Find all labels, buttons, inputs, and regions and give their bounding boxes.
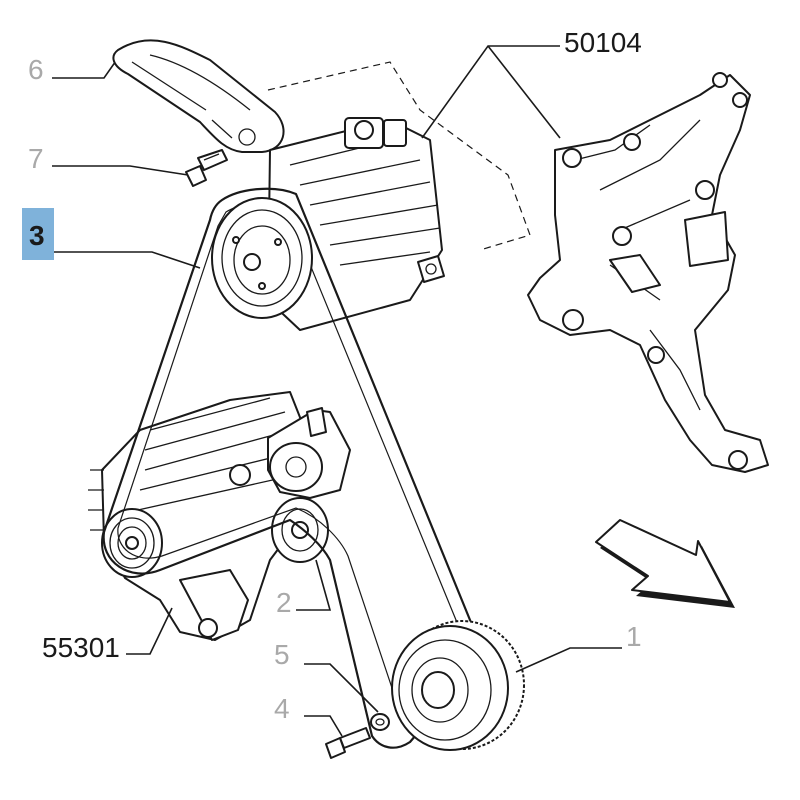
callout-5-label[interactable]: 5 bbox=[274, 639, 290, 670]
callout-3-highlight bbox=[22, 208, 54, 260]
callout-4[interactable]: 4 bbox=[274, 693, 343, 737]
callout-50104-leader-compressor bbox=[421, 45, 560, 139]
callout-1-leader bbox=[515, 647, 622, 673]
callout-7[interactable]: 7 bbox=[28, 143, 189, 176]
callout-7-leader bbox=[52, 165, 189, 176]
callout-3-leader bbox=[54, 251, 201, 269]
tensioner-arm-part[interactable] bbox=[112, 39, 285, 153]
callout-55301-label[interactable]: 55301 bbox=[42, 632, 120, 663]
assembly-locator-dashed-line bbox=[267, 61, 531, 251]
callout-1-label[interactable]: 1 bbox=[626, 621, 642, 652]
ac-compressor-part[interactable] bbox=[267, 117, 445, 331]
idler-pulley-part[interactable] bbox=[271, 497, 329, 563]
callout-2-label[interactable]: 2 bbox=[276, 587, 292, 618]
callout-50104[interactable]: 50104 bbox=[421, 27, 642, 139]
callout-3-label[interactable]: 3 bbox=[29, 220, 45, 251]
callout-50104-leader-bracket bbox=[487, 45, 561, 139]
callout-55301[interactable]: 55301 bbox=[42, 607, 173, 663]
callout-7-label[interactable]: 7 bbox=[28, 143, 44, 174]
callout-50104-label[interactable]: 50104 bbox=[564, 27, 642, 58]
callout-5-leader bbox=[304, 663, 379, 713]
alternator-part[interactable] bbox=[88, 391, 306, 641]
callout-4-label[interactable]: 4 bbox=[274, 693, 290, 724]
compressor-pulley-part[interactable] bbox=[211, 197, 313, 319]
callout-2-leader bbox=[296, 559, 332, 611]
callout-55301-leader bbox=[126, 607, 173, 655]
callout-5[interactable]: 5 bbox=[274, 639, 379, 713]
callout-2[interactable]: 2 bbox=[276, 559, 332, 618]
crankshaft-pulley-part[interactable] bbox=[391, 620, 525, 751]
alternator-pulley-part[interactable] bbox=[101, 508, 163, 578]
callout-6-label[interactable]: 6 bbox=[28, 54, 44, 85]
belt-tensioner-part[interactable] bbox=[267, 407, 351, 499]
washer-5-part[interactable] bbox=[370, 713, 390, 731]
bolt-7-part[interactable] bbox=[185, 149, 228, 187]
mounting-bracket-part[interactable] bbox=[527, 72, 769, 473]
callout-1[interactable]: 1 bbox=[515, 621, 642, 673]
callout-6[interactable]: 6 bbox=[28, 54, 119, 85]
bolt-4-part[interactable] bbox=[325, 727, 371, 759]
callout-3[interactable]: 3 bbox=[22, 208, 201, 269]
direction-arrow-icon bbox=[595, 519, 735, 608]
callout-6-leader bbox=[52, 57, 119, 79]
callout-4-leader bbox=[304, 715, 343, 737]
